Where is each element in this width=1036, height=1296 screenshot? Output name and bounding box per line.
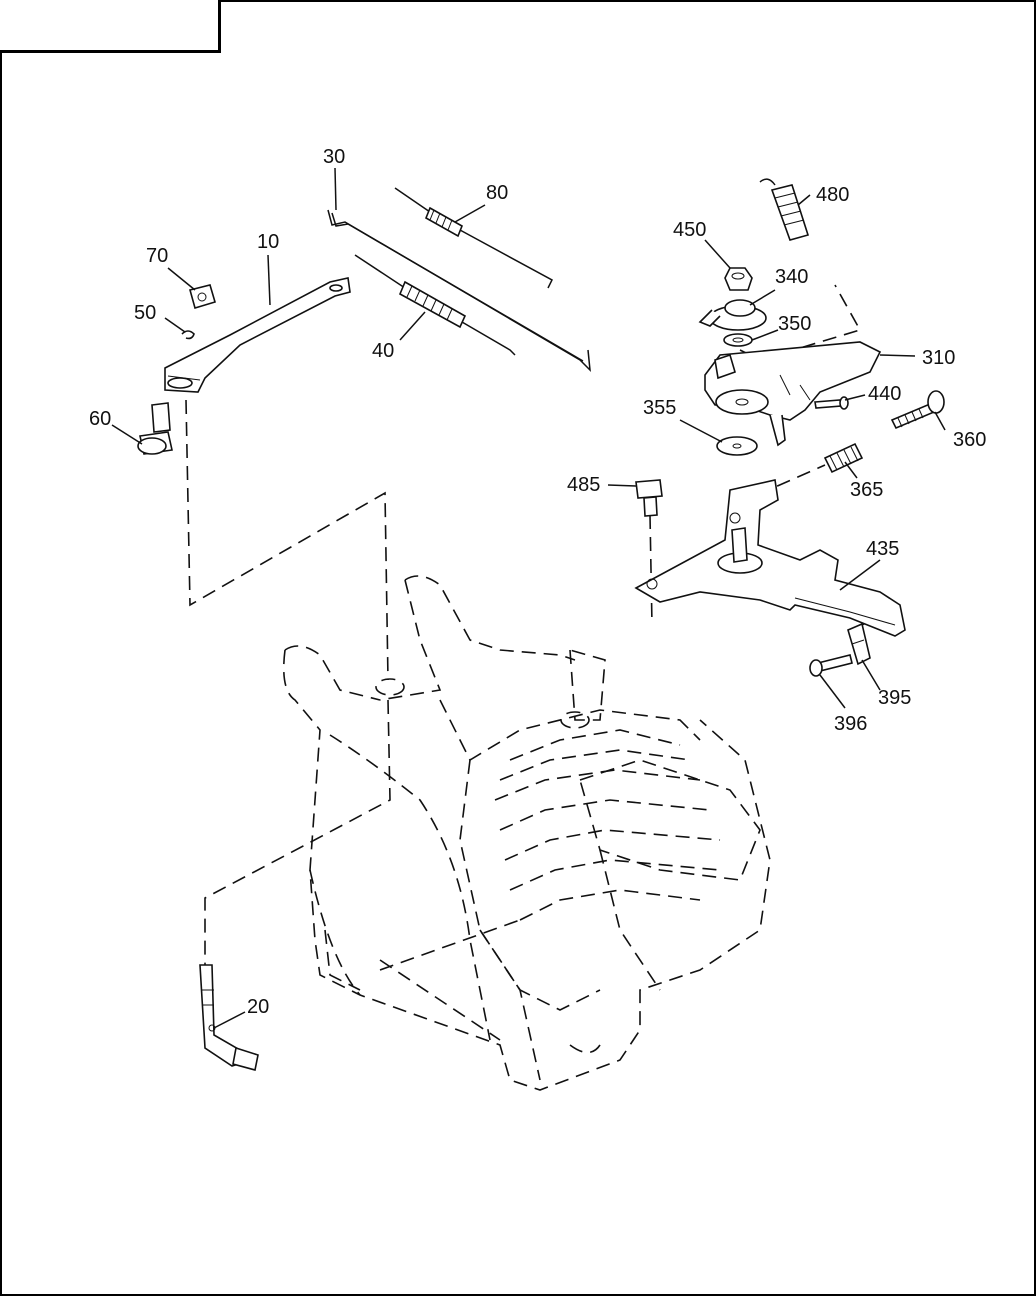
callout-450: 450 <box>673 219 706 241</box>
callout-40: 40 <box>372 340 394 362</box>
callout-360: 360 <box>953 429 986 451</box>
callout-340: 340 <box>775 266 808 288</box>
part-60-bolt <box>137 402 173 455</box>
callout-20: 20 <box>247 996 269 1018</box>
part-340-plate <box>698 299 767 331</box>
part-30-rod <box>327 209 591 373</box>
engine-block-outline <box>282 575 771 1091</box>
callout-310: 310 <box>922 347 955 369</box>
title-box <box>0 0 221 53</box>
part-10-governor-lever <box>164 277 351 393</box>
part-20-shaft <box>199 964 259 1071</box>
callout-485: 485 <box>567 474 600 496</box>
part-50-clip <box>181 330 195 340</box>
part-80-spring <box>394 187 553 289</box>
part-435-bracket <box>634 479 906 637</box>
callout-70: 70 <box>146 245 168 267</box>
callout-396: 396 <box>834 713 867 735</box>
callout-labels: 30 80 10 70 50 60 40 480 450 340 350 310… <box>89 146 986 1018</box>
callout-440: 440 <box>868 383 901 405</box>
part-40-spring <box>354 254 516 356</box>
part-450-nut <box>724 267 753 291</box>
callout-480: 480 <box>816 184 849 206</box>
callout-435: 435 <box>866 538 899 560</box>
callout-60: 60 <box>89 408 111 430</box>
part-365-spring <box>823 442 864 474</box>
part-310-control-lever <box>704 341 882 447</box>
callout-50: 50 <box>134 302 156 324</box>
part-395-clamp <box>847 622 871 666</box>
callout-10: 10 <box>257 231 279 253</box>
part-396-screw <box>809 654 853 677</box>
callout-365: 365 <box>850 479 883 501</box>
callout-395: 395 <box>878 687 911 709</box>
callout-80: 80 <box>486 182 508 204</box>
part-440-screw <box>814 396 849 410</box>
part-70-nut <box>189 284 216 310</box>
part-355-washer <box>716 436 758 456</box>
callout-30: 30 <box>323 146 345 168</box>
part-485-bolt <box>635 479 663 517</box>
callout-350: 350 <box>778 313 811 335</box>
callout-355: 355 <box>643 397 676 419</box>
part-480-spring <box>759 178 810 241</box>
part-350-washer <box>723 333 753 347</box>
callout-leaders <box>111 167 946 1029</box>
